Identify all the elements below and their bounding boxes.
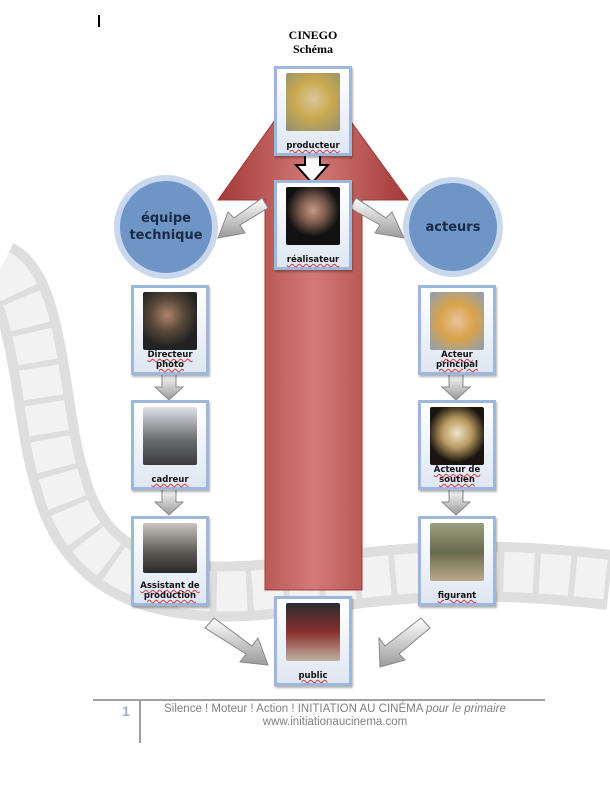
figurant-photo [430,523,484,581]
node-acteurs: acteurs [403,177,503,277]
diagram-title: CINEGO [288,28,338,42]
assistant-production-photo [143,523,197,573]
figurant-label: figurant [437,591,477,601]
diagram-subtitle: Schéma [293,42,333,56]
node-acteur-soutien: Acteur de soutien [418,400,496,490]
node-assistant-production: Assistant de production [131,516,209,606]
node-realisateur: réalisateur [274,180,352,270]
arrow-to-public-left [204,617,269,666]
node-producteur: producteur [274,66,352,156]
public-label: public [298,671,328,681]
node-public: public [274,596,352,686]
arrow-right-1 [440,372,472,401]
arrow-to-public-right [378,617,431,668]
realisateur-label: réalisateur [286,255,340,265]
text-cursor [98,15,100,27]
realisateur-photo [286,187,340,245]
node-equipe-technique: équipe technique [114,175,218,279]
acteur-principal-caricature [430,292,484,350]
arrow-left-2 [153,487,185,516]
acteurs-label: acteurs [425,219,481,235]
node-cadreur: cadreur [131,400,209,490]
big-upward-arrow [217,67,409,591]
assistant-production-label: Assistant de production [140,581,200,601]
footer-url: www.initiationaucinema.com [262,716,408,728]
node-figurant: figurant [418,516,496,606]
footer-rule [93,699,545,701]
arrow-to-equipe [217,197,269,239]
cadreur-label: cadreur [151,475,189,485]
acteur-soutien-label: Acteur de soutien [433,465,481,485]
cadreur-photo [143,407,197,465]
public-photo [286,603,340,661]
acteur-principal-label: Acteur principal [436,350,478,370]
arrow-right-2 [440,487,472,516]
arrow-left-1 [153,372,185,401]
footer-italic: pour le primaire [425,703,506,715]
page-number: 1 [122,703,130,719]
acteur-soutien-photo [430,407,484,465]
arrow-to-acteurs [349,197,405,239]
node-acteur-principal: Acteur principal [418,285,496,375]
node-directeur-photo: Directeur photo [131,285,209,375]
footer-line-1: Silence ! Moteur ! Action ! INITIATION A… [140,702,530,716]
footer-divider [139,701,141,743]
equipe-technique-label: équipe technique [129,211,203,243]
directeur-photo-image [143,292,197,350]
footer-title: Silence ! Moteur ! Action ! INITIATION A… [164,703,423,715]
directeur-photo-label: Directeur photo [147,350,193,370]
producteur-caricature-image [286,73,340,131]
connector-arrows [153,150,472,668]
producteur-label: producteur [286,141,340,151]
